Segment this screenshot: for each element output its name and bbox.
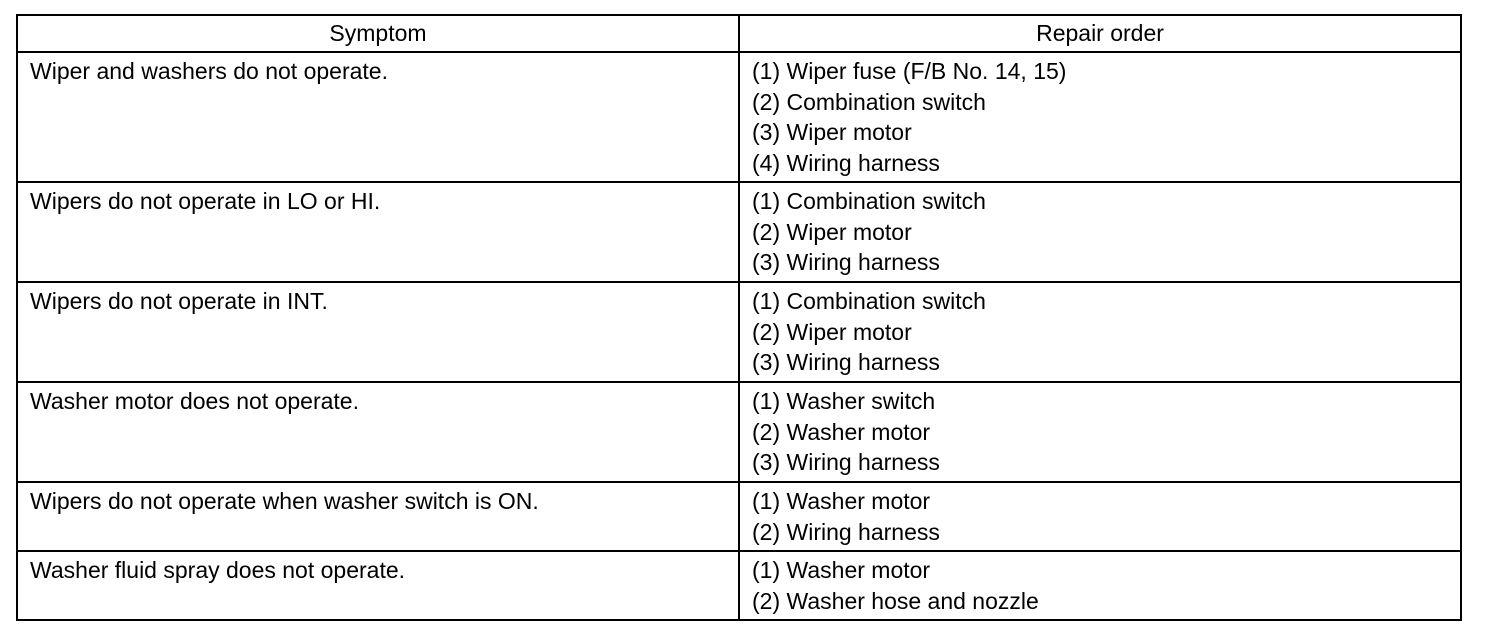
repair-order-cell: (1) Combination switch (2) Wiper motor (… (738, 181, 1462, 283)
table-row: Wipers do not operate in LO or HI. (1) C… (16, 181, 1462, 283)
symptom-text: Wipers do not operate in LO or HI. (30, 188, 381, 214)
table-row: Washer motor does not operate. (1) Washe… (16, 381, 1462, 483)
symptom-text: Washer motor does not operate. (30, 388, 359, 414)
repair-step: (1) Washer motor (752, 488, 931, 514)
symptom-cell: Wiper and washers do not operate. (16, 51, 740, 183)
header-symptom: Symptom (16, 14, 740, 53)
repair-step: (1) Combination switch (752, 188, 986, 214)
repair-step: (2) Washer motor (752, 418, 931, 445)
repair-step: (2) Washer hose and nozzle (752, 587, 1039, 614)
table-row: Washer fluid spray does not operate. (1)… (16, 550, 1462, 621)
repair-step: (1) Wiper fuse (F/B No. 14, 15) (752, 58, 1067, 84)
repair-step: (2) Wiper motor (752, 318, 912, 345)
repair-step: (3) Wiring harness (752, 449, 940, 475)
troubleshooting-table-container: Symptom Repair order Wiper and washers d… (16, 14, 1462, 621)
repair-order-cell: (1) Combination switch (2) Wiper motor (… (738, 281, 1462, 383)
troubleshooting-table: Symptom Repair order Wiper and washers d… (16, 14, 1462, 621)
repair-step: (3) Wiper motor (752, 119, 912, 145)
symptom-text: Wipers do not operate in INT. (30, 288, 328, 314)
repair-step: (3) Wiring harness (752, 249, 940, 275)
repair-step: (2) Wiper motor (752, 218, 912, 245)
repair-step: (2) Combination switch (752, 88, 986, 115)
symptom-cell: Washer fluid spray does not operate. (16, 550, 740, 621)
symptom-text: Wiper and washers do not operate. (30, 58, 388, 84)
repair-order-cell: (1) Washer switch (2) Washer motor (3) W… (738, 381, 1462, 483)
symptom-cell: Wipers do not operate in LO or HI. (16, 181, 740, 283)
repair-step: (1) Combination switch (752, 288, 986, 314)
repair-step: (1) Washer switch (752, 388, 936, 414)
symptom-cell: Wipers do not operate when washer switch… (16, 481, 740, 552)
symptom-cell: Washer motor does not operate. (16, 381, 740, 483)
symptom-text: Wipers do not operate when washer switch… (30, 488, 539, 514)
repair-step: (4) Wiring harness (752, 149, 940, 176)
repair-step: (1) Washer motor (752, 557, 931, 583)
repair-order-cell: (1) Washer motor (2) Washer hose and noz… (738, 550, 1462, 621)
symptom-cell: Wipers do not operate in INT. (16, 281, 740, 383)
repair-order-cell: (1) Wiper fuse (F/B No. 14, 15) (2) Comb… (738, 51, 1462, 183)
repair-step: (2) Wiring harness (752, 518, 940, 545)
table-row: Wipers do not operate in INT. (1) Combin… (16, 281, 1462, 383)
table-row: Wipers do not operate when washer switch… (16, 481, 1462, 552)
header-repair-order: Repair order (738, 14, 1462, 53)
repair-step: (3) Wiring harness (752, 349, 940, 375)
table-row: Wiper and washers do not operate. (1) Wi… (16, 51, 1462, 183)
repair-order-cell: (1) Washer motor (2) Wiring harness (738, 481, 1462, 552)
table-header-row: Symptom Repair order (16, 14, 1462, 53)
symptom-text: Washer fluid spray does not operate. (30, 557, 406, 583)
